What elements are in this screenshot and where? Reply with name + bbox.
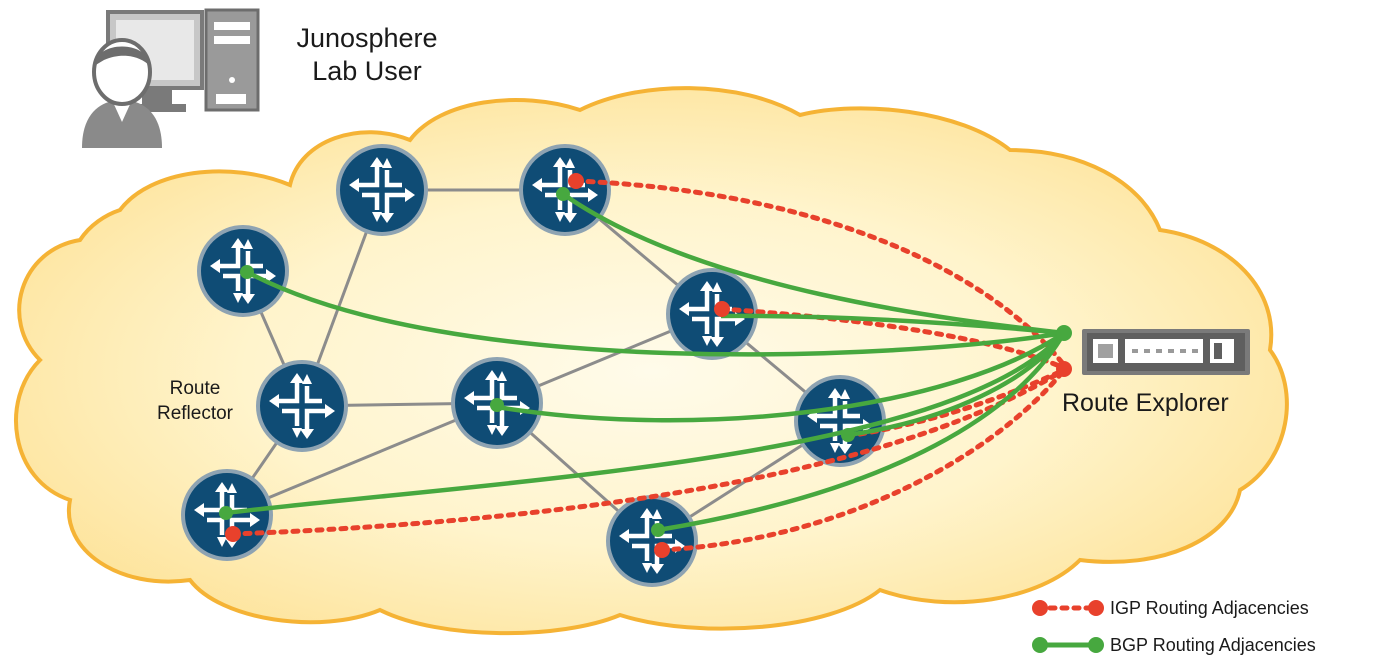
- legend-bgp-symbol: [1032, 637, 1104, 653]
- igp-link: [230, 367, 1067, 537]
- route-reflector-label-line1: Route: [169, 378, 221, 399]
- legend-bgp-label: BGP Routing Adjacencies: [1110, 635, 1316, 655]
- bgp-link: [720, 313, 1065, 336]
- bgp-link: [245, 270, 1065, 357]
- legend-igp-symbol: [1032, 600, 1104, 616]
- router-icon: [794, 375, 886, 467]
- lab-user-label: Junosphere Lab User: [286, 22, 448, 88]
- bgp-link: [496, 331, 1066, 423]
- route-reflector-label-line2: Reflector: [156, 403, 234, 424]
- route-explorer-device-icon: [1082, 329, 1250, 375]
- router-icon: [606, 495, 698, 587]
- link: [226, 401, 498, 517]
- legend-igp-label: IGP Routing Adjacencies: [1110, 598, 1309, 618]
- route-reflector-label: Route Reflector: [134, 376, 256, 426]
- lab-user-icon: [82, 8, 260, 148]
- router-icon: [336, 144, 428, 236]
- bgp-link: [225, 331, 1066, 516]
- bgp-link: [657, 331, 1066, 533]
- adjacency-endpoints: [219, 173, 1072, 558]
- igp-link: [659, 367, 1067, 553]
- route-explorer-label: Route Explorer: [1062, 389, 1229, 417]
- route-reflector-router-icon: [256, 360, 348, 452]
- bgp-adjacencies: [225, 192, 1066, 533]
- lab-user-label-line1: Junosphere: [296, 23, 438, 53]
- lab-user-label-line2: Lab User: [312, 56, 422, 86]
- igp-link: [573, 178, 1067, 368]
- network-cloud: [14, 86, 1289, 636]
